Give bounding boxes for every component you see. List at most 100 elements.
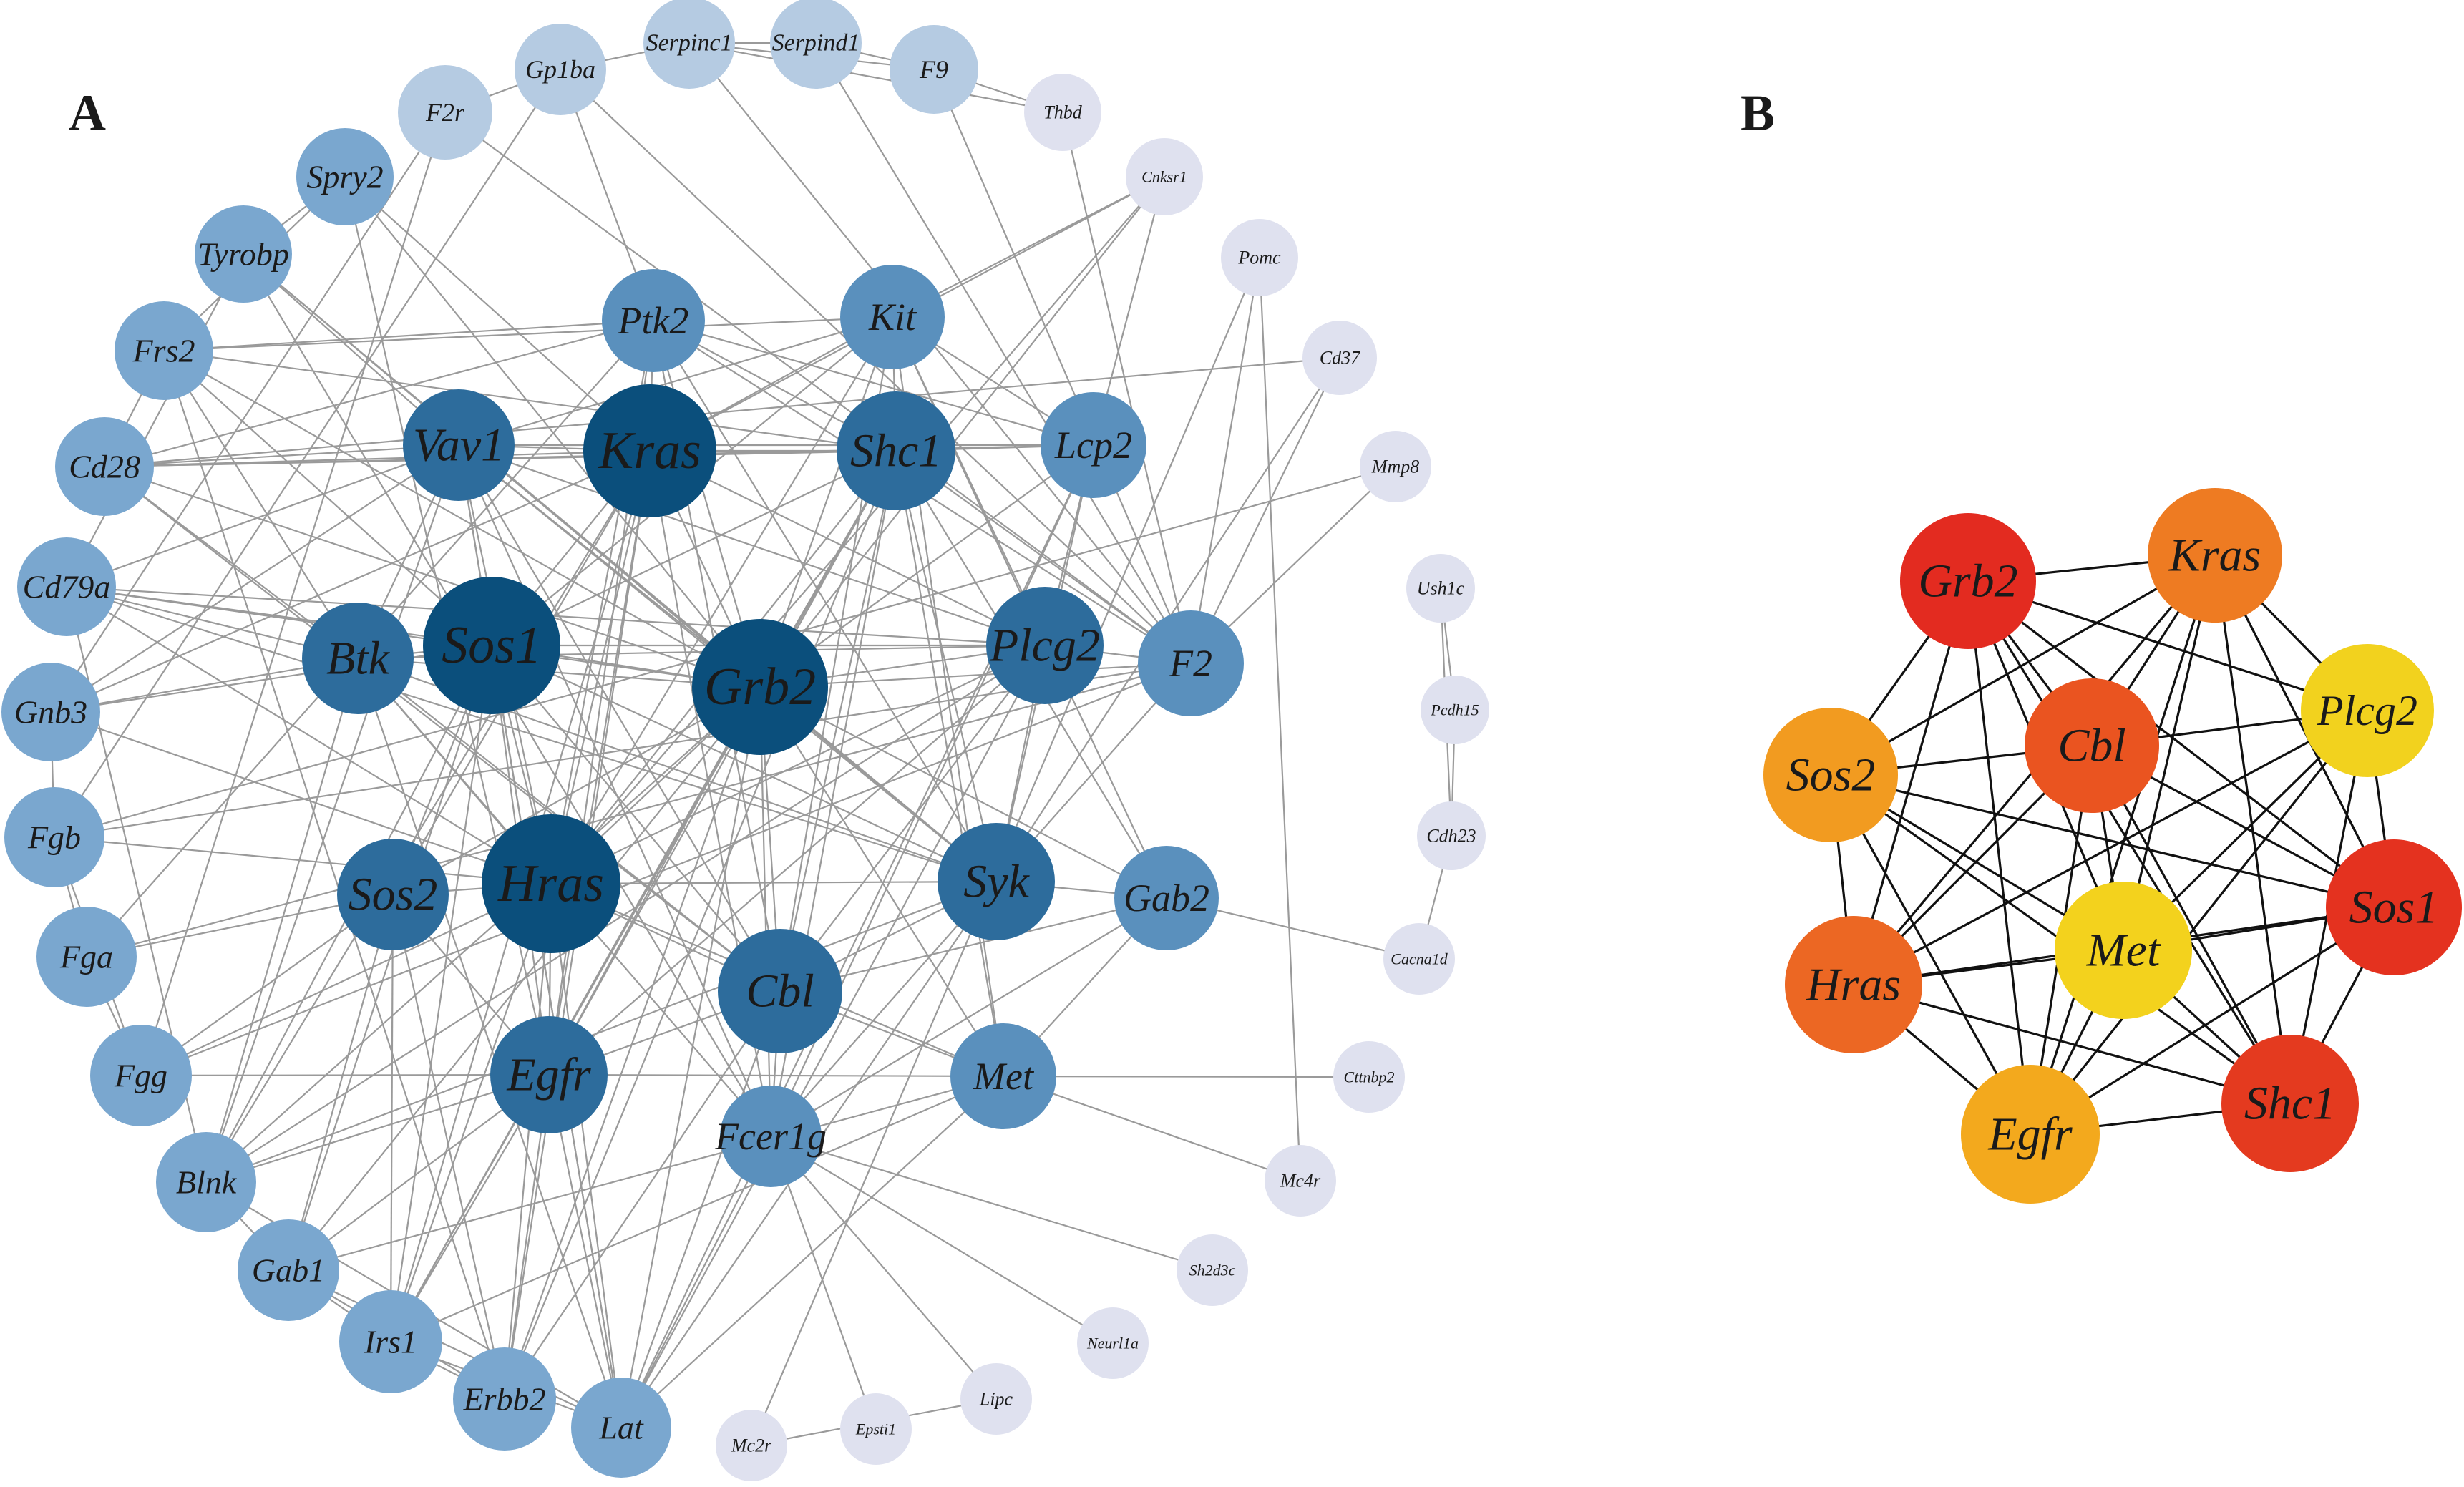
- a-node-ush1c[interactable]: Ush1c: [1406, 554, 1475, 623]
- a-node-lipc[interactable]: Lipc: [960, 1363, 1032, 1435]
- edge-vav1-kit: [458, 316, 893, 447]
- a-node-cd28[interactable]: Cd28: [55, 417, 154, 516]
- node-circle: [403, 389, 515, 501]
- a-node-gp1ba[interactable]: Gp1ba: [515, 24, 606, 115]
- node-circle: [1177, 1234, 1248, 1306]
- panel-a-nodes: Grb2KrasHrasSos1Shc1Vav1BtkSos2Plcg2SykC…: [1, 0, 1489, 1481]
- a-node-spry2[interactable]: Spry2: [296, 128, 394, 225]
- edge-btk-blnk: [205, 658, 359, 1183]
- node-label: Kras: [598, 421, 701, 480]
- a-node-met[interactable]: Met: [950, 1023, 1056, 1129]
- node-label: Gnb3: [14, 694, 87, 731]
- a-node-sos2[interactable]: Sos2: [337, 839, 449, 950]
- a-node-irs1[interactable]: Irs1: [339, 1290, 442, 1393]
- node-label: Serpinc1: [646, 30, 733, 57]
- node-circle: [1785, 916, 1922, 1053]
- a-node-cd37[interactable]: Cd37: [1302, 321, 1377, 395]
- a-node-serpinc1[interactable]: Serpinc1: [643, 0, 735, 89]
- a-node-fgg[interactable]: Fgg: [90, 1025, 192, 1126]
- edge-fcer1g-epsti1: [769, 1136, 877, 1430]
- b-node-egfr[interactable]: Egfr: [1961, 1065, 2100, 1204]
- edge-hras-kit: [550, 316, 893, 884]
- edge-f2-fgg: [140, 662, 1192, 1077]
- a-node-cbl[interactable]: Cbl: [718, 929, 842, 1053]
- edge-fcer1g-lat: [620, 1136, 771, 1428]
- a-node-shc1[interactable]: Shc1: [837, 391, 955, 510]
- b-node-hras[interactable]: Hras: [1785, 916, 1922, 1053]
- node-label: Lipc: [979, 1389, 1013, 1410]
- a-node-cttnbp2[interactable]: Cttnbp2: [1333, 1041, 1405, 1113]
- node-label: Mmp8: [1371, 457, 1419, 477]
- a-node-syk[interactable]: Syk: [938, 823, 1055, 940]
- b-node-sos2[interactable]: Sos2: [1763, 708, 1898, 842]
- a-node-hras[interactable]: Hras: [482, 814, 620, 953]
- a-node-egfr[interactable]: Egfr: [490, 1016, 608, 1133]
- b-node-plcg2[interactable]: Plcg2: [2301, 644, 2434, 777]
- a-node-pomc[interactable]: Pomc: [1221, 219, 1298, 296]
- a-node-vav1[interactable]: Vav1: [403, 389, 515, 501]
- a-node-cacna1d[interactable]: Cacna1d: [1383, 923, 1455, 995]
- node-label: Fcer1g: [714, 1115, 827, 1158]
- a-node-f2r[interactable]: F2r: [398, 65, 492, 160]
- node-circle: [583, 384, 716, 517]
- edge-plcg2-cd79a: [66, 585, 1046, 647]
- a-node-f2[interactable]: F2: [1138, 610, 1244, 716]
- a-node-mc2r[interactable]: Mc2r: [716, 1410, 787, 1481]
- a-node-gnb3[interactable]: Gnb3: [1, 663, 100, 761]
- a-node-grb2[interactable]: Grb2: [692, 619, 828, 755]
- node-label: Ush1c: [1417, 578, 1465, 599]
- a-node-ptk2[interactable]: Ptk2: [602, 269, 705, 372]
- a-node-fcer1g[interactable]: Fcer1g: [714, 1086, 827, 1187]
- a-node-lat[interactable]: Lat: [571, 1378, 671, 1478]
- b-node-sos1[interactable]: Sos1: [2326, 839, 2462, 975]
- a-node-fgb[interactable]: Fgb: [4, 787, 104, 887]
- a-node-blnk[interactable]: Blnk: [156, 1132, 256, 1232]
- a-node-fga[interactable]: Fga: [36, 907, 137, 1007]
- edge-grb2-lat: [620, 686, 761, 1428]
- a-node-cd79a[interactable]: Cd79a: [17, 537, 116, 636]
- edge-shc1-egfr: [548, 450, 897, 1076]
- a-node-tyrobp[interactable]: Tyrobp: [195, 205, 292, 303]
- edge-plcg2-blnk: [205, 645, 1046, 1183]
- a-node-sh2d3c[interactable]: Sh2d3c: [1177, 1234, 1248, 1306]
- b-node-grb2[interactable]: Grb2: [1900, 513, 2036, 649]
- node-circle: [1421, 676, 1489, 744]
- a-node-serpind1[interactable]: Serpind1: [770, 0, 862, 89]
- node-label: Syk: [963, 856, 1030, 908]
- node-circle: [17, 537, 116, 636]
- a-node-lcp2[interactable]: Lcp2: [1041, 392, 1146, 498]
- b-node-shc1[interactable]: Shc1: [2221, 1035, 2359, 1172]
- a-node-thbd[interactable]: Thbd: [1024, 74, 1101, 151]
- a-node-kras[interactable]: Kras: [583, 384, 716, 517]
- b-node-cbl[interactable]: Cbl: [2025, 678, 2159, 813]
- node-circle: [1, 663, 100, 761]
- a-node-btk[interactable]: Btk: [302, 603, 414, 714]
- a-node-mmp8[interactable]: Mmp8: [1360, 431, 1431, 502]
- a-node-cdh23[interactable]: Cdh23: [1417, 801, 1486, 870]
- b-node-kras[interactable]: Kras: [2148, 488, 2282, 623]
- a-node-erbb2[interactable]: Erbb2: [453, 1347, 556, 1451]
- a-node-f9[interactable]: F9: [890, 25, 978, 114]
- edge-kras-egfr: [547, 450, 651, 1076]
- a-node-mc4r[interactable]: Mc4r: [1265, 1145, 1336, 1217]
- b-node-met[interactable]: Met: [2055, 882, 2192, 1019]
- node-circle: [482, 814, 620, 953]
- a-node-gab1[interactable]: Gab1: [238, 1219, 339, 1321]
- a-node-cnksr1[interactable]: Cnksr1: [1126, 138, 1203, 215]
- a-node-sos1[interactable]: Sos1: [423, 577, 560, 714]
- a-node-pcdh15[interactable]: Pcdh15: [1421, 676, 1489, 744]
- a-node-frs2[interactable]: Frs2: [115, 301, 213, 400]
- node-circle: [1221, 219, 1298, 296]
- node-label: F9: [919, 55, 948, 84]
- a-node-neurl1a[interactable]: Neurl1a: [1077, 1307, 1149, 1379]
- a-node-kit[interactable]: Kit: [840, 265, 945, 369]
- edge-f2-serpinc1: [688, 42, 1192, 664]
- a-node-gab2[interactable]: Gab2: [1114, 846, 1219, 950]
- node-circle: [1077, 1307, 1149, 1379]
- node-circle: [4, 787, 104, 887]
- edge-vav1-fcer1g: [457, 444, 772, 1137]
- a-node-plcg2[interactable]: Plcg2: [986, 587, 1104, 704]
- a-node-epsti1[interactable]: Epsti1: [840, 1393, 912, 1465]
- edge-hras-irs1: [389, 883, 552, 1342]
- node-label: Btk: [326, 633, 391, 685]
